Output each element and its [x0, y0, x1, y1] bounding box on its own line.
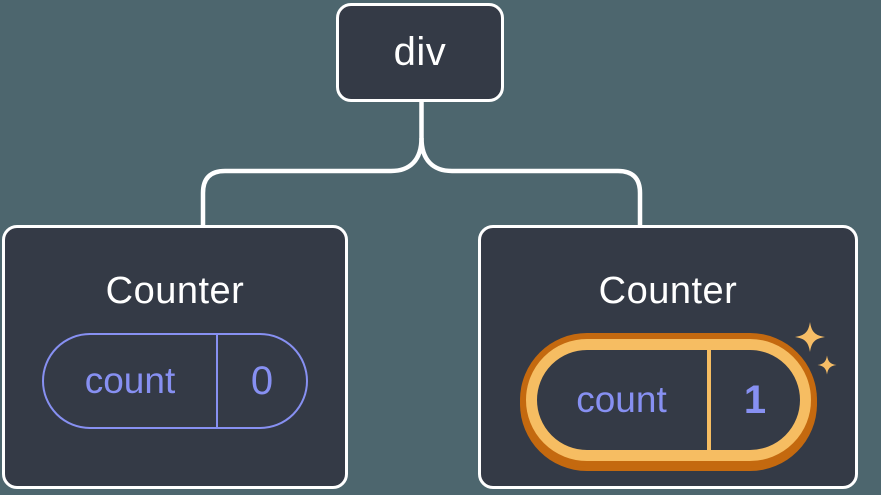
- state-value: 1: [743, 377, 767, 422]
- edge-left: [200, 100, 424, 227]
- state-value: 0: [250, 358, 274, 403]
- state-key: count: [44, 335, 218, 427]
- root-node: div: [336, 3, 504, 102]
- edge-right: [419, 137, 643, 227]
- state-pill-highlighted: count 1: [525, 339, 811, 461]
- sparkles-icon: [795, 322, 837, 375]
- counter-card-right: Counter count 1: [478, 225, 858, 489]
- state-key: count: [537, 350, 711, 450]
- counter-title: Counter: [598, 270, 738, 312]
- root-node-label: div: [393, 30, 447, 74]
- counter-card-left: Counter count 0: [2, 225, 348, 489]
- state-pill: count 0: [42, 333, 308, 429]
- counter-title: Counter: [105, 270, 245, 312]
